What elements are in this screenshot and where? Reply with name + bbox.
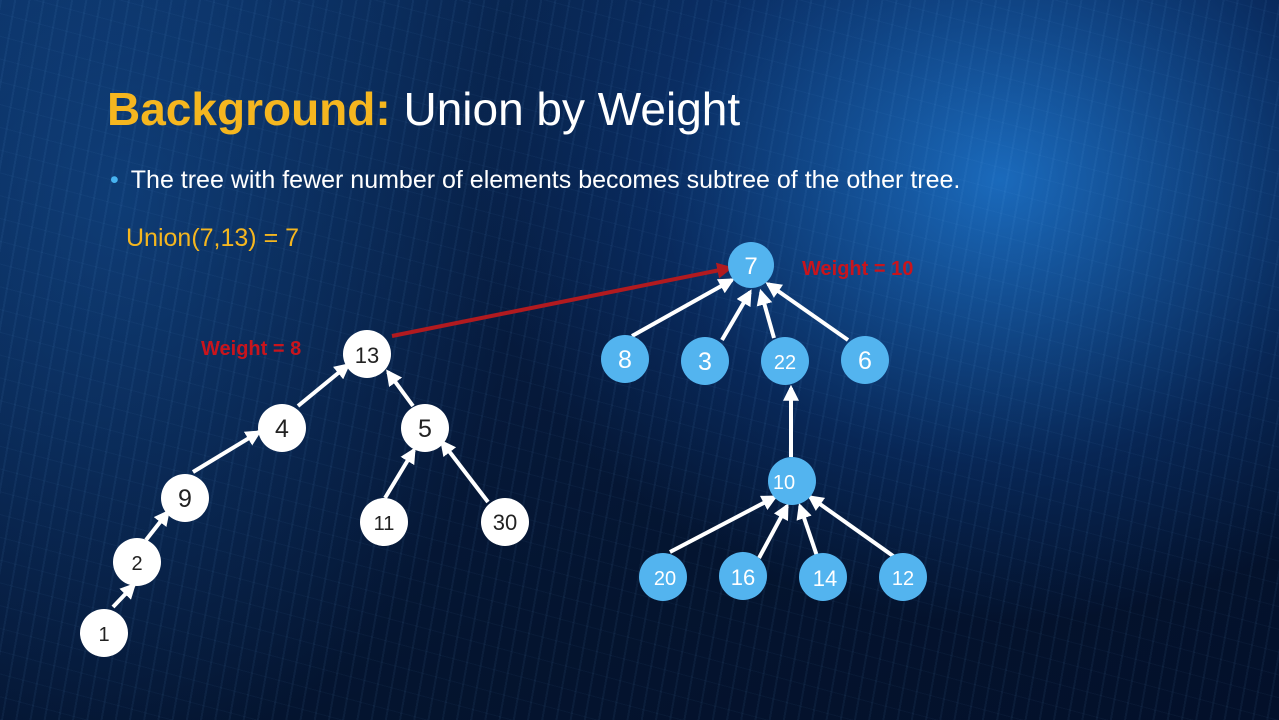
edge-30-to-5 bbox=[440, 439, 490, 504]
edge-4-to-13 bbox=[296, 362, 351, 408]
tree-node: 12 bbox=[879, 553, 927, 601]
edge-6-to-7 bbox=[765, 282, 850, 342]
edge-16-to-10 bbox=[757, 503, 789, 559]
left-tree-edges bbox=[111, 362, 490, 609]
node-label: 4 bbox=[275, 415, 289, 443]
node-label: 14 bbox=[813, 566, 837, 591]
tree-node: 3 bbox=[681, 337, 729, 385]
node-label: 13 bbox=[355, 343, 379, 368]
node-label: 3 bbox=[698, 348, 712, 376]
tree-node: 30 bbox=[481, 498, 529, 546]
tree-node: 5 bbox=[401, 404, 449, 452]
union-arrow bbox=[391, 262, 734, 338]
node-label: 8 bbox=[618, 346, 632, 374]
title-rest: Union by Weight bbox=[390, 83, 741, 135]
bullet-text: The tree with fewer number of elements b… bbox=[130, 166, 961, 194]
tree-node: 8 bbox=[601, 335, 649, 383]
tree-node: 6 bbox=[841, 336, 889, 384]
bullet-dot-icon: • bbox=[110, 166, 119, 194]
tree-node: 2 bbox=[113, 538, 161, 586]
node-label: 12 bbox=[892, 568, 914, 590]
tree-node: 1 bbox=[80, 609, 128, 657]
node-label: 11 bbox=[374, 513, 395, 535]
slide-title: Background: Union by Weight bbox=[107, 82, 740, 136]
node-label: 2 bbox=[131, 553, 142, 575]
edge-22-to-7 bbox=[756, 288, 776, 339]
edge-3-to-7 bbox=[720, 289, 752, 342]
right-tree-nodes: 7 8 3 22 6 10 20 16 14 12 bbox=[601, 242, 927, 601]
node-label: 10 bbox=[773, 472, 795, 494]
node-label: 6 bbox=[858, 347, 872, 375]
tree-node: 13 bbox=[343, 330, 391, 378]
node-label: 7 bbox=[744, 253, 757, 280]
tree-node: 9 bbox=[161, 474, 209, 522]
tree-node: 10 bbox=[768, 457, 816, 505]
edge-2-to-9 bbox=[144, 509, 170, 542]
union-label: Union(7,13) = 7 bbox=[126, 224, 300, 252]
node-label: 30 bbox=[493, 510, 517, 535]
edge-12-to-10 bbox=[807, 495, 898, 560]
tree-node: 20 bbox=[639, 553, 687, 601]
node-label: 1 bbox=[98, 624, 109, 646]
node-label: 16 bbox=[731, 565, 755, 590]
tree-node: 14 bbox=[799, 553, 847, 601]
bullet-point: • The tree with fewer number of elements … bbox=[110, 166, 960, 195]
weight-label-right: Weight = 10 bbox=[802, 258, 913, 280]
tree-node: 7 bbox=[728, 242, 774, 288]
edge-1-to-2 bbox=[111, 582, 137, 609]
edge-20-to-10 bbox=[669, 495, 778, 554]
tree-node: 4 bbox=[258, 404, 306, 452]
tree-node: 22 bbox=[761, 337, 809, 385]
edge-8-to-7 bbox=[631, 278, 735, 338]
right-tree-edges bbox=[631, 278, 898, 560]
tree-node: 16 bbox=[719, 552, 767, 600]
edge-5-to-13 bbox=[386, 369, 415, 408]
left-tree-nodes: 13 4 5 9 11 30 2 1 bbox=[80, 330, 529, 657]
node-label: 22 bbox=[774, 352, 796, 374]
title-accent: Background: bbox=[107, 83, 391, 135]
node-label: 9 bbox=[178, 485, 192, 513]
edge-14-to-10 bbox=[796, 502, 819, 557]
edge-11-to-5 bbox=[383, 447, 416, 500]
node-label: 20 bbox=[654, 568, 676, 590]
node-label: 5 bbox=[418, 415, 432, 443]
weight-label-left: Weight = 8 bbox=[201, 338, 301, 360]
tree-node: 11 bbox=[360, 498, 408, 546]
edge-9-to-4 bbox=[191, 430, 262, 474]
